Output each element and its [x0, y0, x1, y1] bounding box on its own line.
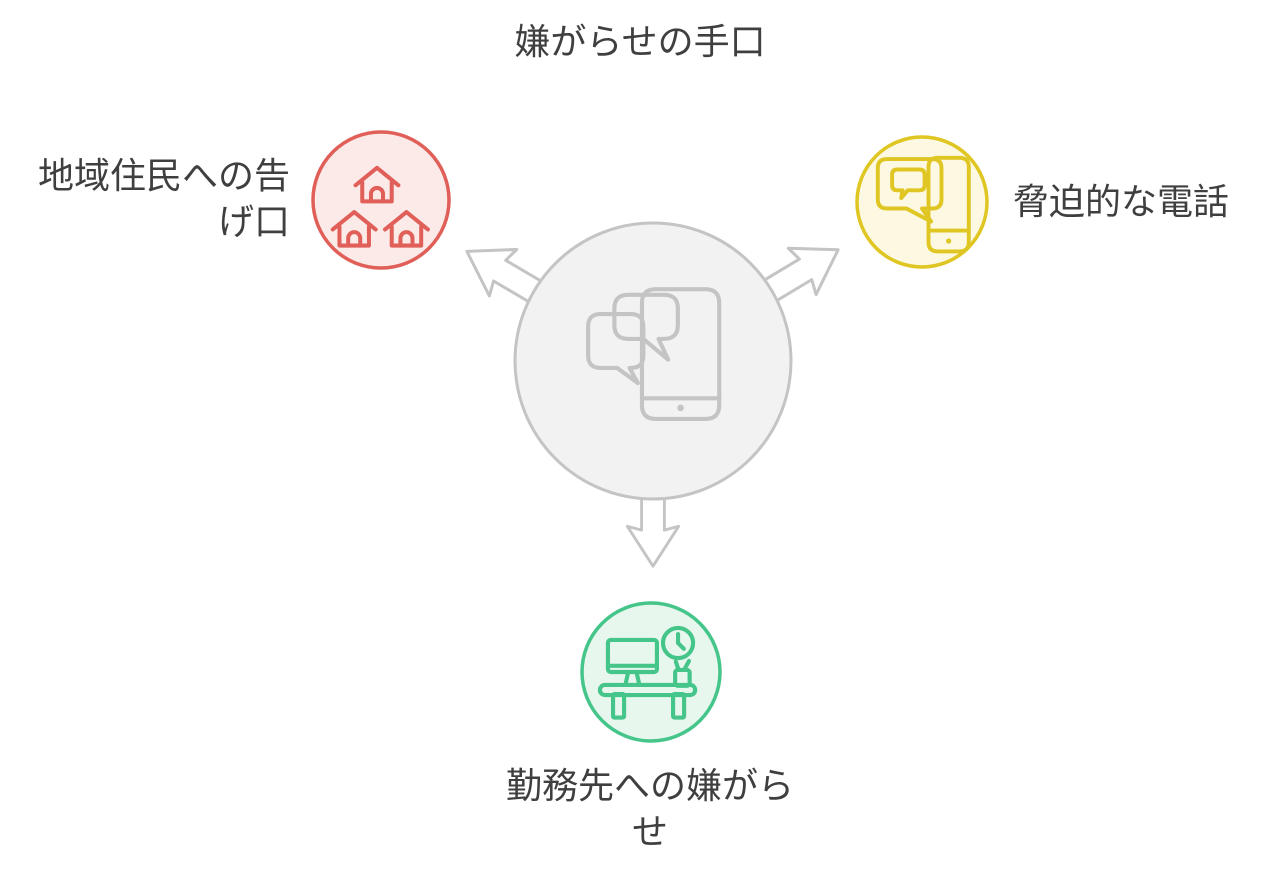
label-workplace: 勤務先への嫌がら せ [370, 763, 930, 855]
smartphone-chat-icon [586, 287, 722, 422]
label-neighbors: 地域住民への告 げ口 [0, 153, 290, 245]
label-threatening-calls: 脅迫的な電話 [1013, 179, 1229, 225]
node-neighbors [311, 130, 451, 270]
node-threatening-calls-circle [855, 135, 989, 269]
label-line: 勤務先への嫌がら [505, 765, 794, 806]
diagram-title: 嫌がらせの手口 [514, 21, 766, 62]
center-circle [513, 221, 793, 501]
office-desk-icon [597, 625, 698, 720]
center-node [513, 221, 793, 501]
houses-icon [330, 165, 430, 248]
label-line: げ口 [217, 201, 290, 242]
smartphone-message-icon [875, 155, 971, 254]
label-line: 地域住民への告 [37, 155, 290, 196]
label-line: せ [631, 811, 668, 852]
node-threatening-calls [855, 135, 989, 269]
label-line: 脅迫的な電話 [1013, 181, 1230, 222]
node-workplace [580, 601, 722, 743]
